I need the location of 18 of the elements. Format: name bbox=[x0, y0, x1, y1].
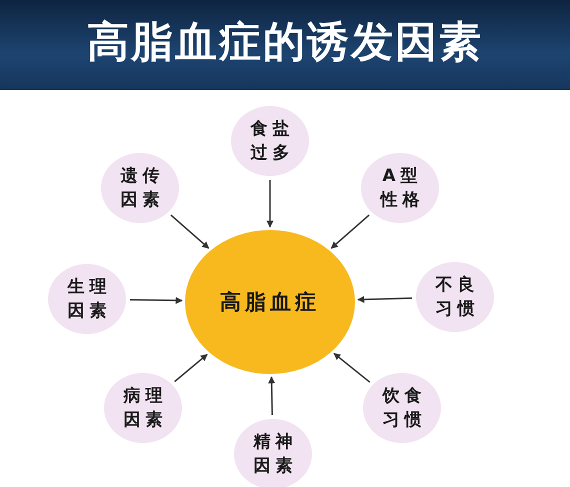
circle-label: 病理因素 bbox=[122, 385, 168, 432]
circle-label: A型性格 bbox=[380, 165, 426, 212]
circle-label: 不良习惯 bbox=[434, 274, 480, 321]
arrow bbox=[170, 214, 210, 249]
circle-label: 遗传因素 bbox=[120, 165, 166, 212]
arrow bbox=[130, 296, 183, 304]
circle-label: 生理因素 bbox=[66, 276, 112, 323]
arrow bbox=[330, 214, 370, 249]
circle-label: 精神因素 bbox=[252, 431, 298, 478]
circle-label: 饮食习惯 bbox=[382, 385, 428, 432]
arrow bbox=[333, 352, 370, 383]
arrow bbox=[174, 354, 208, 382]
circle-label: 食盐过多 bbox=[250, 118, 296, 165]
arrow bbox=[266, 180, 274, 228]
title: 高脂血症的诱发因素 bbox=[86, 16, 484, 68]
arrow bbox=[268, 376, 276, 416]
arrow bbox=[357, 296, 412, 303]
circle-label: 高脂血症 bbox=[220, 289, 320, 316]
